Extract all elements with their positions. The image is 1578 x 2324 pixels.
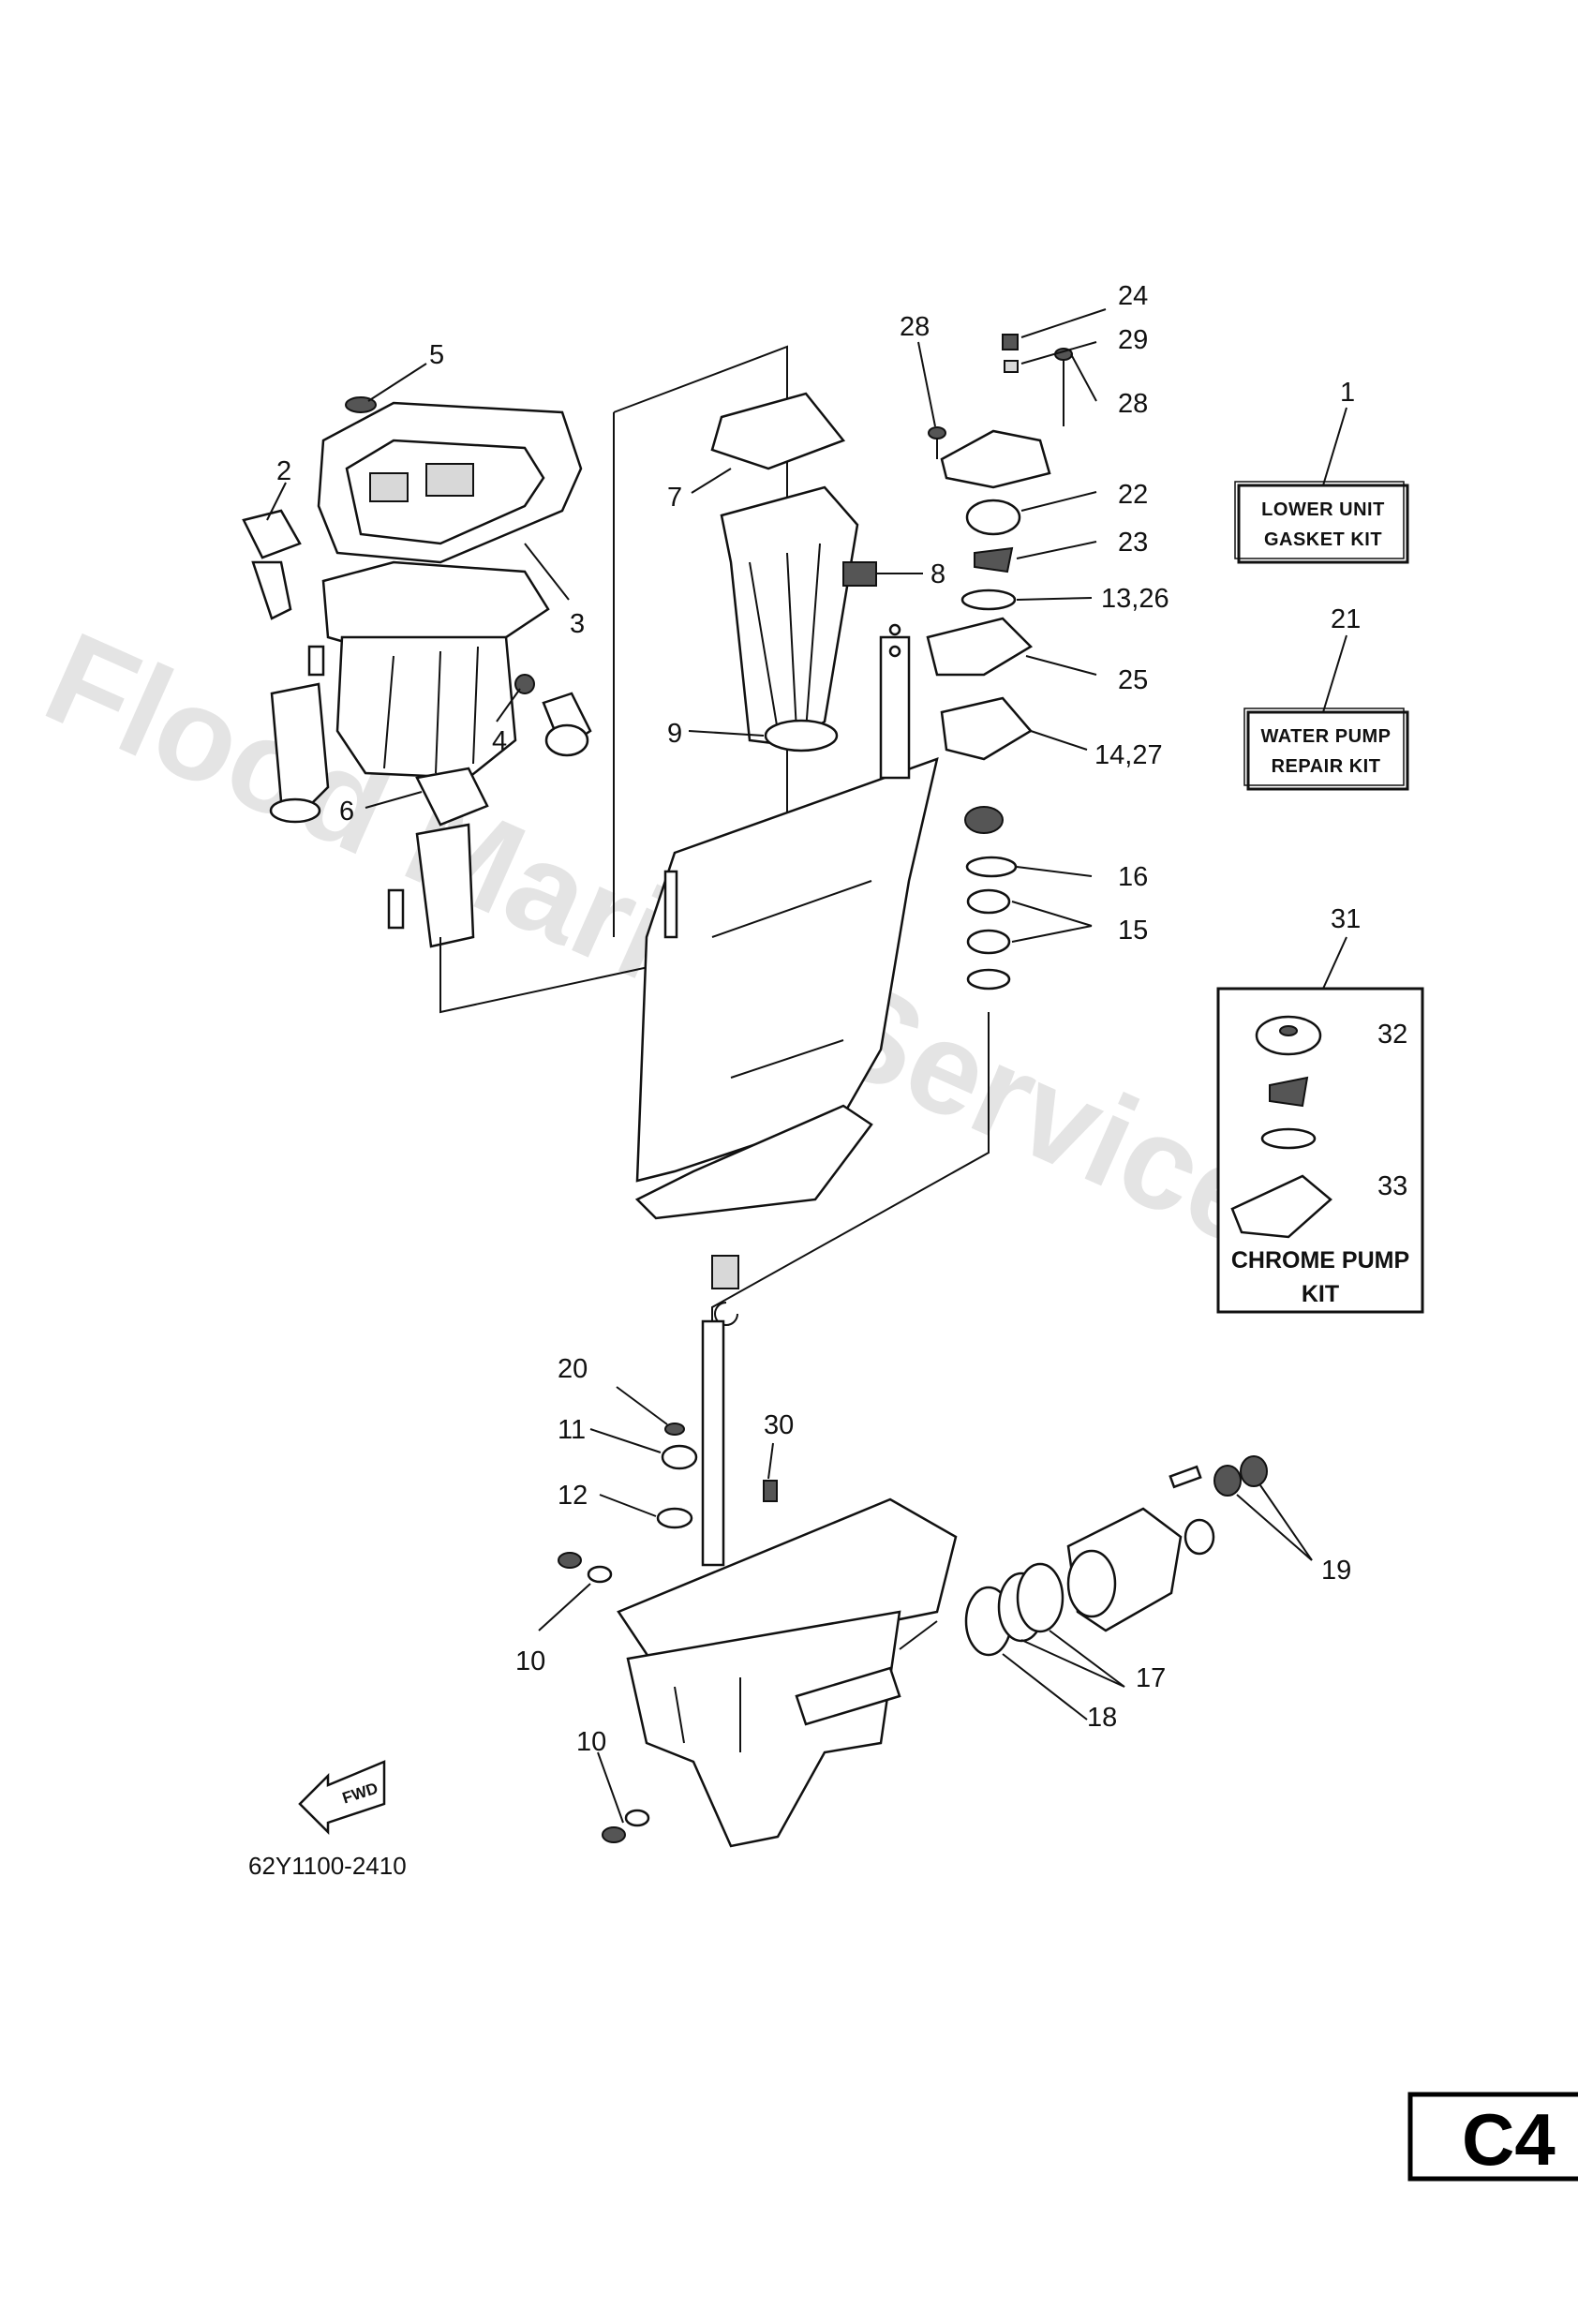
- kit-1-line2: GASKET KIT: [1264, 529, 1382, 550]
- callout-4: 4: [492, 726, 507, 756]
- callout-23: 23: [1118, 528, 1148, 558]
- callout-16: 16: [1118, 862, 1148, 892]
- part-29-collar: [1004, 360, 1019, 373]
- part-25-outer-plate: [926, 617, 1034, 677]
- kit-31-part-33: 33: [1377, 1171, 1407, 1201]
- part-12-o-ring: [656, 1507, 693, 1529]
- kit-31-line2: KIT: [1302, 1281, 1339, 1307]
- callout-10-upper: 10: [515, 1646, 545, 1676]
- callout-28-right: 28: [1118, 389, 1148, 419]
- kit-31-line1: CHROME PUMP: [1231, 1247, 1409, 1274]
- callout-5: 5: [429, 340, 444, 370]
- kit-21-number: 21: [1331, 604, 1361, 634]
- drive-shaft-housing: [634, 392, 939, 1326]
- part-28-bolt-left: [928, 426, 946, 439]
- kit-21-line1: WATER PUMP: [1260, 726, 1391, 747]
- callout-14-27: 14,27: [1094, 740, 1163, 770]
- part-20-pin: [664, 1423, 685, 1436]
- part-8-damper: [842, 561, 877, 587]
- callout-20: 20: [558, 1354, 588, 1384]
- callout-13-26: 13,26: [1101, 584, 1169, 614]
- part-22-insert-cartridge: [965, 499, 1021, 536]
- page-code-box: C4: [1407, 2092, 1578, 2182]
- kit-31-part-32: 32: [1377, 1020, 1407, 1050]
- part-10-plug-upper: [558, 1552, 582, 1569]
- callout-30: 30: [764, 1410, 794, 1440]
- fwd-arrow-icon: FWD: [298, 1760, 386, 1836]
- callout-22: 22: [1118, 480, 1148, 510]
- callout-labels: 2 3 4 5 6 7 8 9 10 10 11 12 13,26 14,27 …: [276, 281, 1351, 1757]
- page-code: C4: [1462, 2098, 1556, 2181]
- callout-17: 17: [1136, 1663, 1166, 1693]
- lower-unit-gasket-kit: 1 LOWER UNIT GASKET KIT: [1234, 378, 1409, 564]
- part-30-key: [763, 1480, 778, 1502]
- part-2-plate: [242, 509, 302, 559]
- water-pump-parts: [879, 334, 1073, 991]
- callout-25: 25: [1118, 665, 1148, 695]
- part-16-o-ring: [965, 856, 1018, 878]
- part-24-bolt: [1002, 334, 1019, 350]
- part-11-bushing: [661, 1444, 698, 1470]
- part-6-gasket: [415, 767, 489, 827]
- callout-7: 7: [667, 483, 682, 513]
- kit-31-number: 31: [1331, 904, 1361, 934]
- kit-1-number: 1: [1340, 378, 1355, 408]
- part-15-seal-lower: [966, 929, 1011, 955]
- callout-2: 2: [276, 456, 291, 486]
- callout-3: 3: [570, 609, 585, 639]
- callout-8: 8: [930, 559, 945, 589]
- callout-28-left: 28: [900, 312, 930, 342]
- kit-1-line1: LOWER UNIT: [1261, 499, 1385, 520]
- part-9-seal: [764, 719, 839, 752]
- callout-6: 6: [339, 797, 354, 827]
- callout-24: 24: [1118, 281, 1148, 311]
- part-15-seal-upper: [966, 888, 1011, 915]
- callout-15: 15: [1118, 916, 1148, 946]
- chrome-pump-kit: 31 32 33 CHROME PUMP KIT: [1216, 904, 1424, 1314]
- exhaust-guide-assembly: [242, 396, 592, 948]
- callout-9: 9: [667, 719, 682, 749]
- callout-12: 12: [558, 1481, 588, 1511]
- water-pump-repair-kit: 21 WATER PUMP REPAIR KIT: [1243, 604, 1409, 791]
- part-23-impeller: [974, 546, 1014, 574]
- callout-18: 18: [1087, 1703, 1117, 1733]
- callout-11: 11: [558, 1415, 586, 1445]
- part-17-o-ring-b: [1016, 1562, 1064, 1633]
- part-7-gasket: [710, 392, 846, 470]
- part-13-o-ring: [960, 588, 1017, 611]
- part-33-outer-plate: [1230, 1174, 1332, 1239]
- drawing-number: 62Y1100-2410: [248, 1852, 407, 1880]
- callout-29: 29: [1118, 325, 1148, 355]
- callout-19: 19: [1321, 1556, 1351, 1586]
- impeller-icon: [1269, 1076, 1309, 1108]
- drive-shaft: [701, 1319, 725, 1567]
- part-10-plug-lower: [602, 1826, 626, 1843]
- part-19-seal-b: [1240, 1455, 1268, 1487]
- propeller-shaft: [795, 1666, 901, 1726]
- kit-21-line2: REPAIR KIT: [1272, 756, 1381, 777]
- lower-case-assembly: [558, 1319, 1268, 1848]
- part-14-gasket: [940, 696, 1033, 761]
- callout-10-lower: 10: [576, 1727, 606, 1757]
- part-19-seal-a: [1213, 1465, 1242, 1497]
